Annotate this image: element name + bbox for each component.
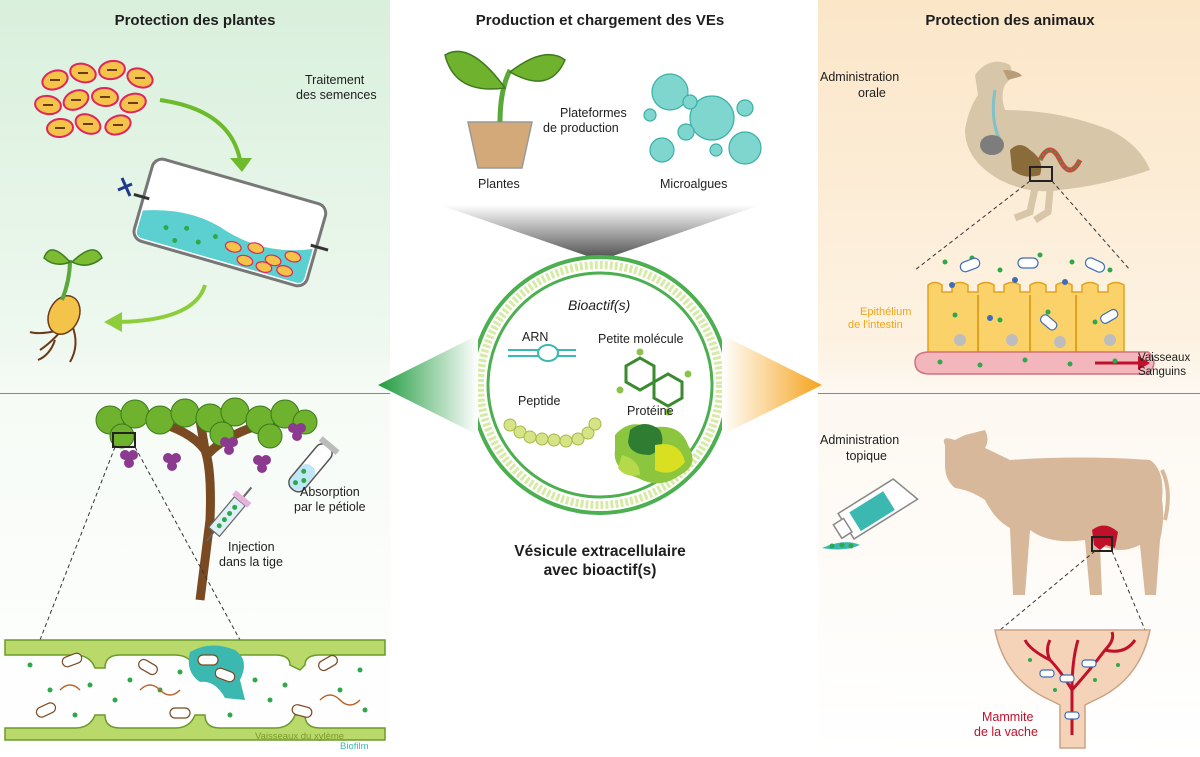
epithelium-label-1: Epithélium — [860, 306, 912, 318]
platform-label-2: de production — [543, 121, 619, 135]
seeds-icon — [34, 59, 154, 139]
mastitis-label-1: Mammite — [982, 710, 1034, 724]
mastitis-label-2: de la vache — [974, 725, 1038, 739]
production-funnel-arrow — [440, 205, 760, 257]
topical-label-2: topique — [846, 449, 888, 463]
syringe-icon — [205, 486, 253, 542]
seed-treatment-drum-icon — [132, 157, 329, 288]
intestinal-epithelium-icon — [914, 252, 1155, 375]
extracellular-vesicle-icon — [470, 255, 730, 515]
left-divider — [0, 393, 390, 394]
rna-icon — [508, 344, 576, 362]
plant-pot-icon — [444, 50, 566, 169]
vessels-label-1: Vaisseaux — [1138, 352, 1191, 364]
small-molecule-label: Petite molécule — [598, 332, 684, 346]
plants-title: Protection des plantes — [114, 12, 276, 29]
injection-label-2: dans la tige — [219, 555, 283, 569]
right-divider — [818, 393, 1200, 394]
plants-source-label: Plantes — [478, 177, 520, 191]
vesicle-caption-2: avec bioactif(s) — [543, 562, 657, 579]
platform-label-1: Plateformes — [560, 106, 627, 120]
peptide-icon — [503, 417, 602, 448]
bioactive-label: Bioactif(s) — [568, 297, 631, 313]
petiole-label-2: par le pétiole — [294, 500, 366, 514]
peptide-label: Peptide — [518, 394, 561, 408]
vesicle-caption-1: Vésicule extracellulaire — [514, 543, 686, 560]
cream-tube-icon — [832, 478, 919, 540]
protein-label: Protéine — [627, 404, 674, 418]
protein-icon — [614, 424, 693, 484]
cow-icon — [943, 430, 1170, 595]
duck-icon — [965, 61, 1150, 223]
grapevine-icon — [95, 397, 318, 601]
topical-label-1: Administration — [820, 433, 900, 447]
injection-label-1: Injection — [228, 540, 275, 554]
arrow-to-plants — [378, 335, 478, 435]
microalgae-label: Microalgues — [660, 177, 728, 191]
mammary-gland-icon — [994, 629, 1151, 749]
biofilm-label: Biofilm — [340, 741, 369, 752]
seed-treatment-label-2: des semences — [296, 88, 377, 102]
animals-title: Protection des animaux — [925, 12, 1095, 29]
xylem-vessels-icon — [4, 639, 386, 741]
oral-label-2: orale — [858, 86, 886, 100]
seedling-icon — [29, 249, 103, 363]
rna-label: ARN — [522, 330, 549, 344]
arrow-to-seedling — [119, 284, 207, 324]
production-title: Production et chargement des VEs — [475, 12, 725, 29]
oral-label-1: Administration — [820, 70, 900, 84]
seed-treatment-label-1: Traitement — [305, 73, 365, 87]
cream-drop-icon — [822, 542, 860, 550]
petiole-label-1: Absorption — [300, 485, 360, 499]
vessels-label-2: Sanguins — [1138, 366, 1186, 378]
small-molecule-icon — [616, 348, 692, 416]
xylem-label: Vaisseaux du xylème — [255, 731, 345, 742]
arrow-to-animals — [722, 335, 822, 435]
arrow-to-treatment — [159, 98, 242, 161]
test-tube-icon — [288, 436, 340, 493]
microalgae-icon — [643, 73, 762, 165]
epithelium-label-2: de l'intestin — [848, 319, 903, 331]
